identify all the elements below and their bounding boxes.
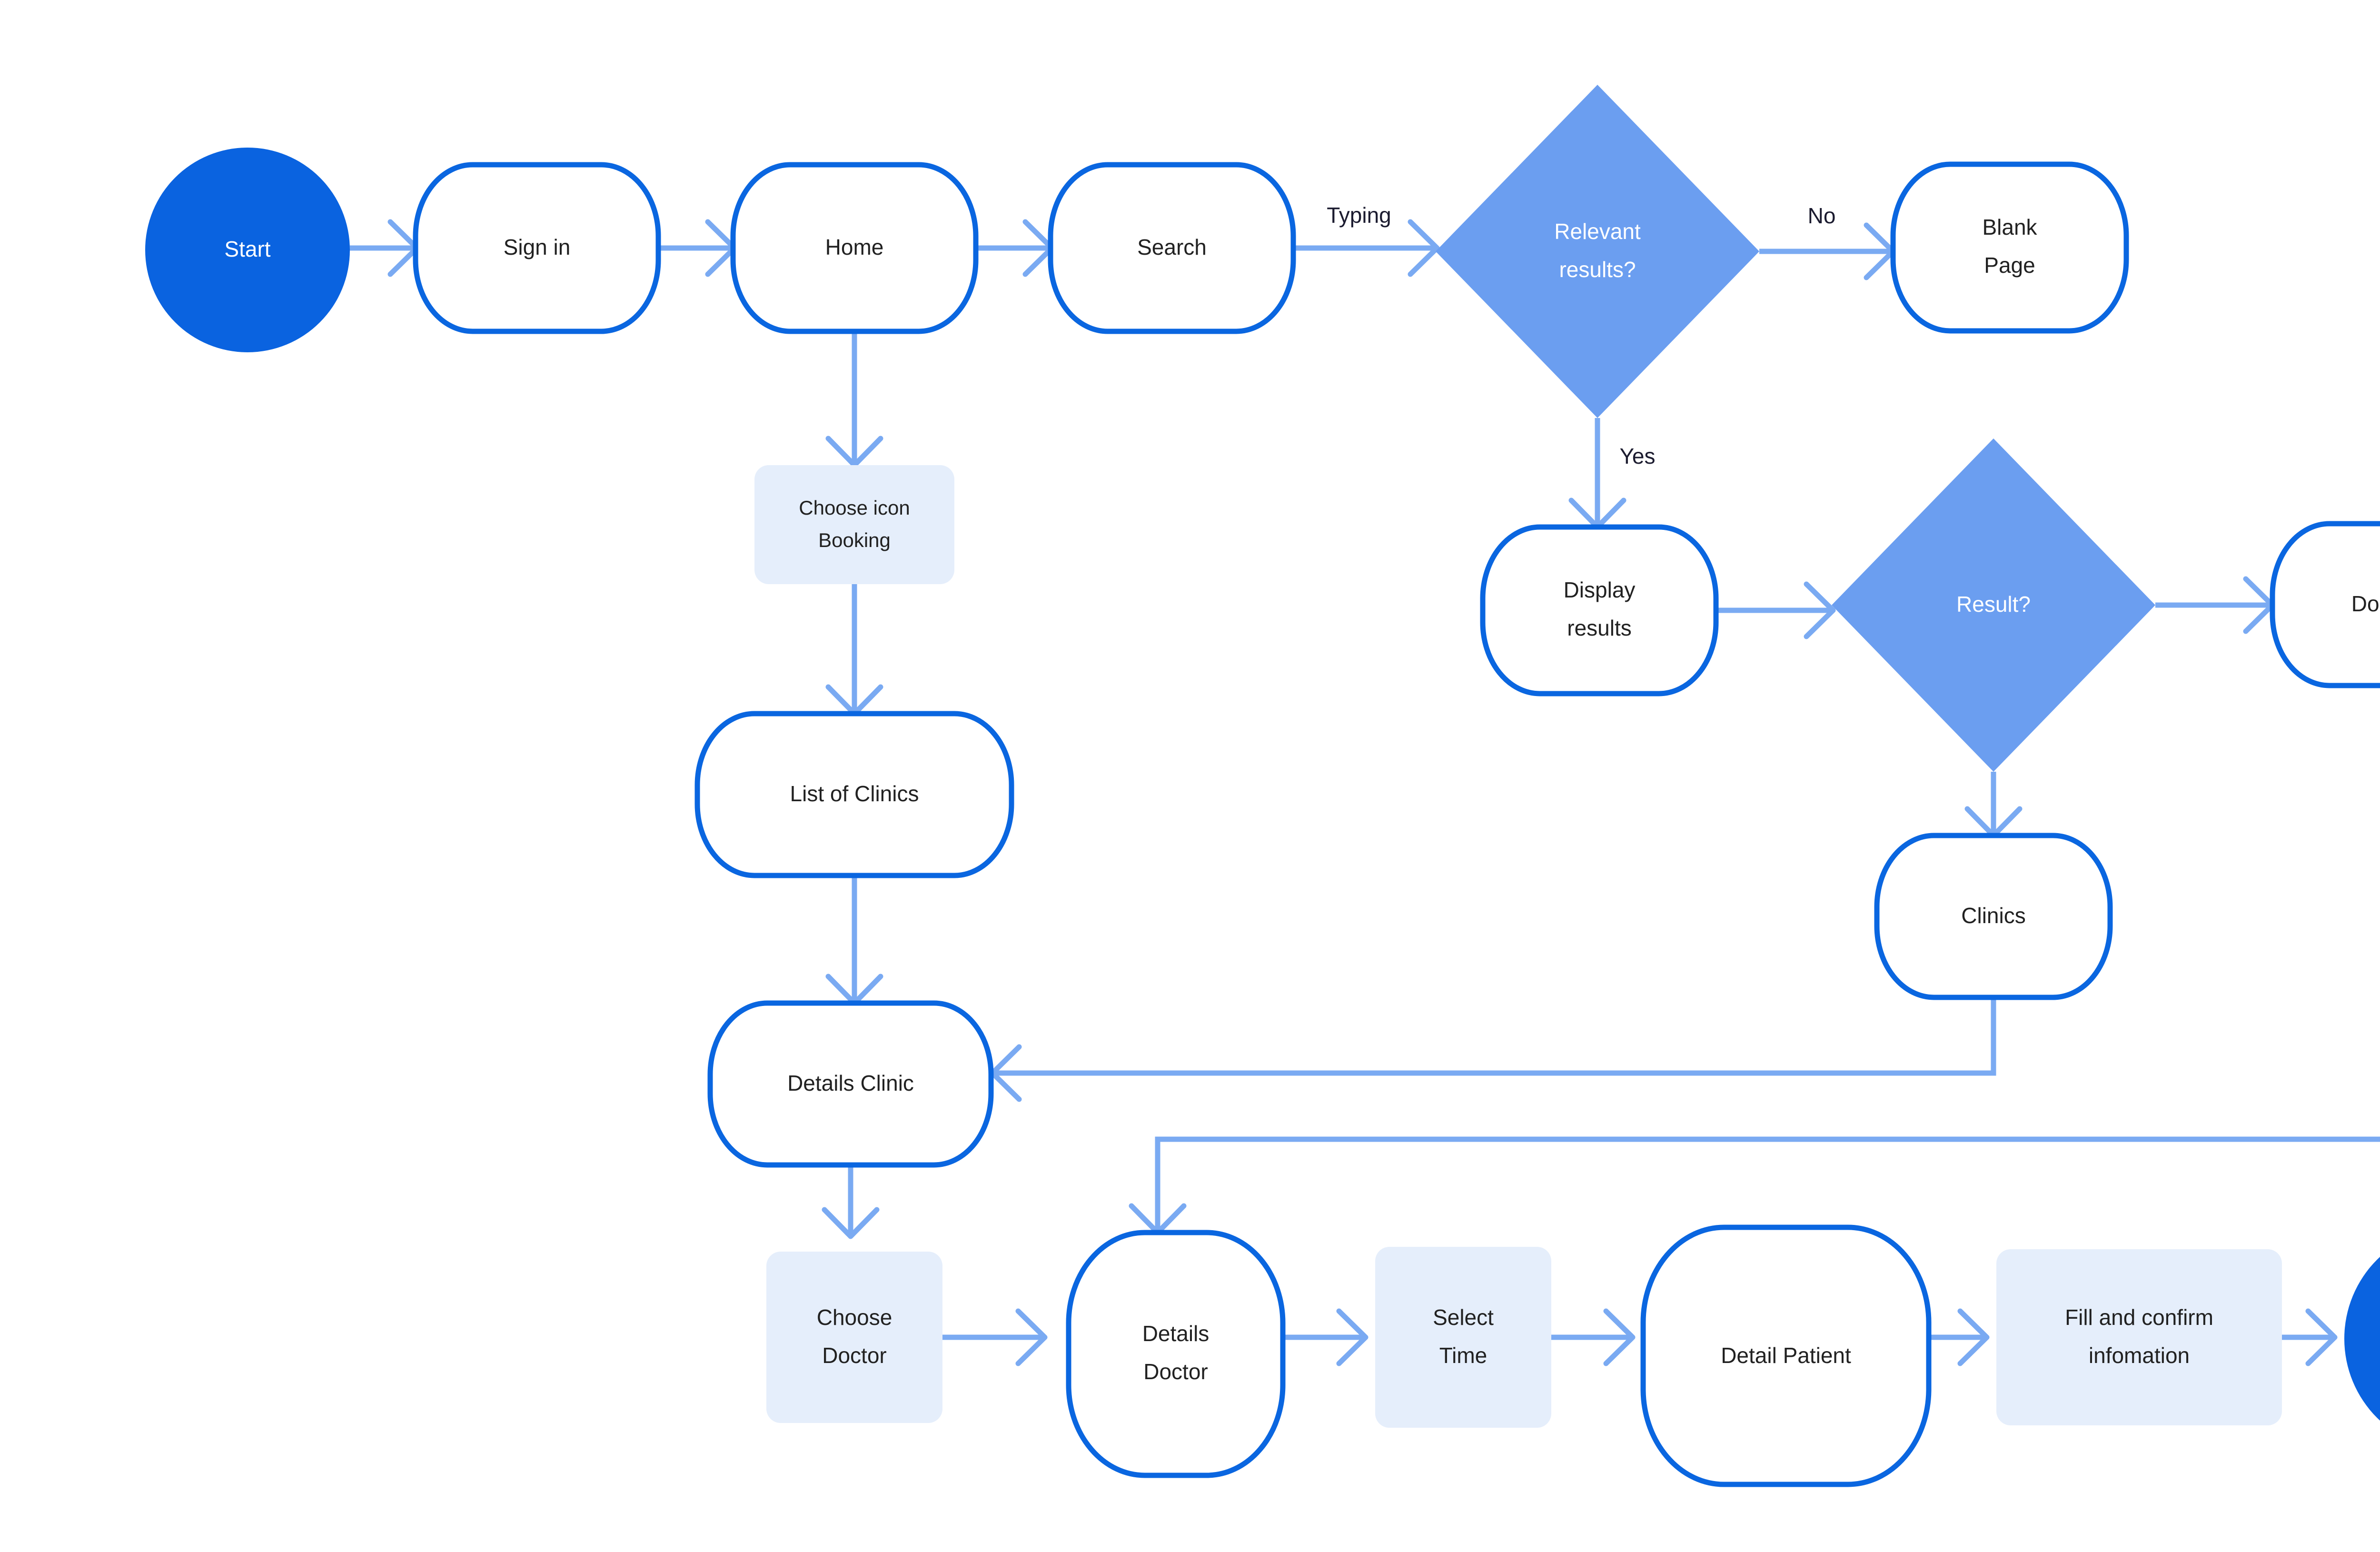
node-start[interactable]: Start bbox=[145, 148, 350, 352]
node-select-time[interactable]: Select Time bbox=[1375, 1247, 1551, 1428]
display-results-label-line1: Display bbox=[1564, 577, 1636, 602]
select-time-label-line1: Select bbox=[1433, 1305, 1494, 1330]
select-time-label-line2: Time bbox=[1439, 1343, 1488, 1368]
choose-doctor-label-line2: Doctor bbox=[822, 1343, 886, 1368]
doctors-shape[interactable] bbox=[2270, 521, 2380, 688]
choose-icon-booking-label-line1: Choose icon bbox=[799, 497, 910, 519]
edge-label-no: No bbox=[1808, 203, 1836, 228]
list-of-clinics-label: List of Clinics bbox=[790, 781, 919, 806]
edge-fillconfirm-to-end bbox=[2282, 1308, 2338, 1366]
details-clinic-shape[interactable] bbox=[707, 1000, 994, 1168]
end-terminator-shape[interactable] bbox=[2344, 1227, 2380, 1451]
node-sign-in[interactable]: Sign in bbox=[413, 162, 661, 334]
result-diamond-shape[interactable] bbox=[1832, 438, 2155, 772]
sign-in-label: Sign in bbox=[504, 235, 571, 259]
edge-chooseicon-to-listclinics bbox=[825, 584, 883, 716]
node-end[interactable]: End bbox=[2344, 1227, 2380, 1451]
edge-choosedoctor-to-detailsdoctor bbox=[942, 1308, 1048, 1366]
details-clinic-label: Details Clinic bbox=[787, 1071, 914, 1095]
start-terminator-shape[interactable] bbox=[145, 148, 350, 352]
result-label: Result? bbox=[1956, 592, 2031, 617]
edge-detailsclinic-to-choosedoctor bbox=[822, 1165, 880, 1239]
node-list-of-clinics[interactable]: List of Clinics bbox=[694, 711, 1014, 878]
relevant-results-label-line2: results? bbox=[1559, 257, 1636, 282]
node-fill-and-confirm-information[interactable]: Fill and confirm infomation bbox=[1996, 1249, 2282, 1425]
edge-relevant-to-displayresults bbox=[1568, 418, 1626, 530]
start-label: Start bbox=[224, 237, 270, 261]
node-details-doctor[interactable]: Details Doctor bbox=[1066, 1230, 1286, 1478]
edge-start-to-signin bbox=[350, 219, 420, 277]
relevant-results-label-line1: Relevant bbox=[1554, 219, 1641, 244]
edge-displayresults-to-result bbox=[1716, 581, 1836, 639]
edge-home-to-search bbox=[976, 219, 1055, 277]
fill-and-confirm-label-line2: infomation bbox=[2089, 1343, 2190, 1368]
select-time-shape[interactable] bbox=[1375, 1247, 1551, 1428]
home-shape[interactable] bbox=[730, 162, 979, 334]
node-choose-doctor[interactable]: Choose Doctor bbox=[766, 1252, 942, 1423]
node-search[interactable]: Search bbox=[1048, 162, 1296, 334]
choose-doctor-label-line1: Choose bbox=[817, 1305, 892, 1330]
details-doctor-label-line2: Doctor bbox=[1143, 1359, 1208, 1384]
edge-listclinics-to-detailsclinic bbox=[825, 875, 883, 1006]
edge-label-yes: Yes bbox=[1619, 444, 1655, 468]
node-choose-icon-booking[interactable]: Choose icon Booking bbox=[754, 465, 954, 584]
edge-detailsdoctor-to-selecttime bbox=[1283, 1308, 1368, 1366]
details-doctor-label-line1: Details bbox=[1142, 1321, 1210, 1346]
clinics-label: Clinics bbox=[1961, 903, 2025, 928]
clinics-shape[interactable] bbox=[1874, 833, 2113, 1000]
edge-home-to-chooseicon bbox=[825, 331, 883, 468]
node-details-clinic[interactable]: Details Clinic bbox=[707, 1000, 994, 1168]
connector-layer bbox=[350, 219, 2380, 1366]
list-of-clinics-shape[interactable] bbox=[694, 711, 1014, 878]
edge-signin-to-home bbox=[658, 219, 737, 277]
search-shape[interactable] bbox=[1048, 162, 1296, 334]
display-results-shape[interactable] bbox=[1480, 524, 1719, 696]
blank-page-shape[interactable] bbox=[1890, 161, 2129, 334]
node-display-results[interactable]: Display results bbox=[1480, 524, 1719, 696]
node-detail-patient[interactable]: Detail Patient bbox=[1640, 1224, 1932, 1487]
detail-patient-shape[interactable] bbox=[1640, 1224, 1932, 1487]
doctors-label: Doctors bbox=[2351, 591, 2380, 616]
edge-detailpatient-to-fillconfirm bbox=[1929, 1308, 1990, 1366]
edge-label-typing: Typing bbox=[1327, 203, 1391, 228]
blank-page-label-line1: Blank bbox=[1982, 215, 2037, 239]
relevant-results-diamond-shape[interactable] bbox=[1436, 85, 1759, 418]
node-home[interactable]: Home bbox=[730, 162, 979, 334]
node-result-decision[interactable]: Result? bbox=[1832, 438, 2155, 772]
node-doctors[interactable]: Doctors bbox=[2270, 521, 2380, 688]
home-label: Home bbox=[825, 235, 884, 259]
node-relevant-results-decision[interactable]: Relevant results? bbox=[1436, 85, 1759, 418]
fill-and-confirm-shape[interactable] bbox=[1996, 1249, 2282, 1425]
details-doctor-shape[interactable] bbox=[1066, 1230, 1286, 1478]
node-clinics[interactable]: Clinics bbox=[1874, 833, 2113, 1000]
edge-relevant-to-blank bbox=[1759, 222, 1896, 280]
detail-patient-label: Detail Patient bbox=[1721, 1343, 1851, 1368]
choose-doctor-shape[interactable] bbox=[766, 1252, 942, 1423]
node-blank-page[interactable]: Blank Page bbox=[1890, 161, 2129, 334]
choose-icon-booking-shape[interactable] bbox=[754, 465, 954, 584]
edge-doctors-to-detailsdoctor bbox=[1129, 1136, 2380, 1235]
edge-result-to-doctors bbox=[2155, 576, 2275, 634]
edge-clinics-to-detailsclinic bbox=[990, 997, 1996, 1102]
search-label: Search bbox=[1137, 235, 1207, 259]
display-results-label-line2: results bbox=[1567, 616, 1631, 640]
choose-icon-booking-label-line2: Booking bbox=[818, 529, 891, 551]
edge-search-to-relevant bbox=[1293, 219, 1440, 277]
edge-selecttime-to-detailpatient bbox=[1551, 1308, 1636, 1366]
sign-in-shape[interactable] bbox=[413, 162, 661, 334]
edge-result-to-clinics bbox=[1964, 772, 2023, 838]
blank-page-label-line2: Page bbox=[1984, 253, 2035, 278]
fill-and-confirm-label-line1: Fill and confirm bbox=[2065, 1305, 2213, 1330]
